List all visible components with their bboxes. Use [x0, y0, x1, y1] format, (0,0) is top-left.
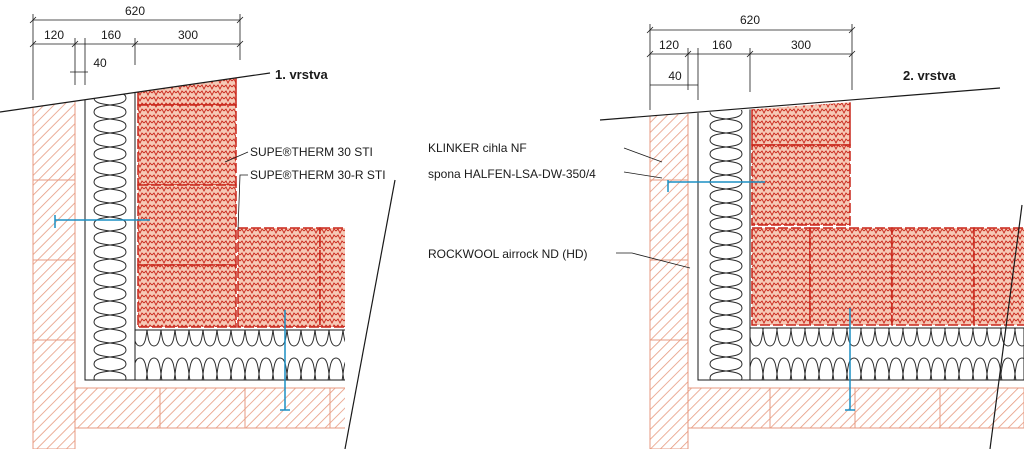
left-dim-300: 300: [178, 28, 198, 42]
left-ties: [54, 215, 290, 411]
label-supetherm-30-r-sti: SUPE®THERM 30-R STI: [250, 168, 386, 182]
left-leaders: [224, 151, 249, 231]
right-insulation: [697, 99, 1024, 381]
right-title: 2. vrstva: [903, 68, 957, 83]
right-blocks: [751, 90, 1024, 326]
right-dim-300: 300: [791, 38, 811, 52]
right-dim-160: 160: [712, 38, 732, 52]
left-dim-120: 120: [44, 28, 64, 42]
left-title: 1. vrstva: [275, 67, 329, 82]
label-klinker-cihla: KLINKER cihla NF: [428, 141, 527, 155]
right-dimensions: [646, 24, 856, 110]
left-insulation: [84, 79, 345, 381]
left-dimensions: [29, 14, 244, 100]
right-ties: [667, 180, 855, 411]
right-dim-total: 620: [740, 13, 760, 27]
left-dim-40: 40: [93, 56, 107, 70]
right-cut-line-top: [599, 87, 1001, 121]
label-rockwool-airrock: ROCKWOOL airrock ND (HD): [428, 247, 588, 261]
left-cut-line-right: [344, 179, 396, 449]
label-supetherm-30-sti: SUPE®THERM 30 STI: [250, 145, 373, 159]
left-drawing: 620 120 160 300 40 1. vrstva SUPE®THERM …: [0, 4, 396, 449]
left-dim-160: 160: [101, 28, 121, 42]
right-leaders: [616, 147, 691, 269]
right-brick-wall: [649, 109, 1024, 449]
left-cut-line-top: [0, 72, 271, 113]
left-blocks: [137, 62, 345, 328]
left-dim-total: 620: [125, 4, 145, 18]
label-spona-halfen: spona HALFEN-LSA-DW-350/4: [428, 167, 596, 181]
right-dim-120: 120: [659, 38, 679, 52]
right-cut-line-right: [989, 204, 1023, 449]
right-dim-40: 40: [668, 69, 682, 83]
left-brick-wall: [32, 94, 345, 449]
right-drawing: 620 120 160 300 40 2. vrstva KLINKER cih…: [428, 13, 1024, 449]
